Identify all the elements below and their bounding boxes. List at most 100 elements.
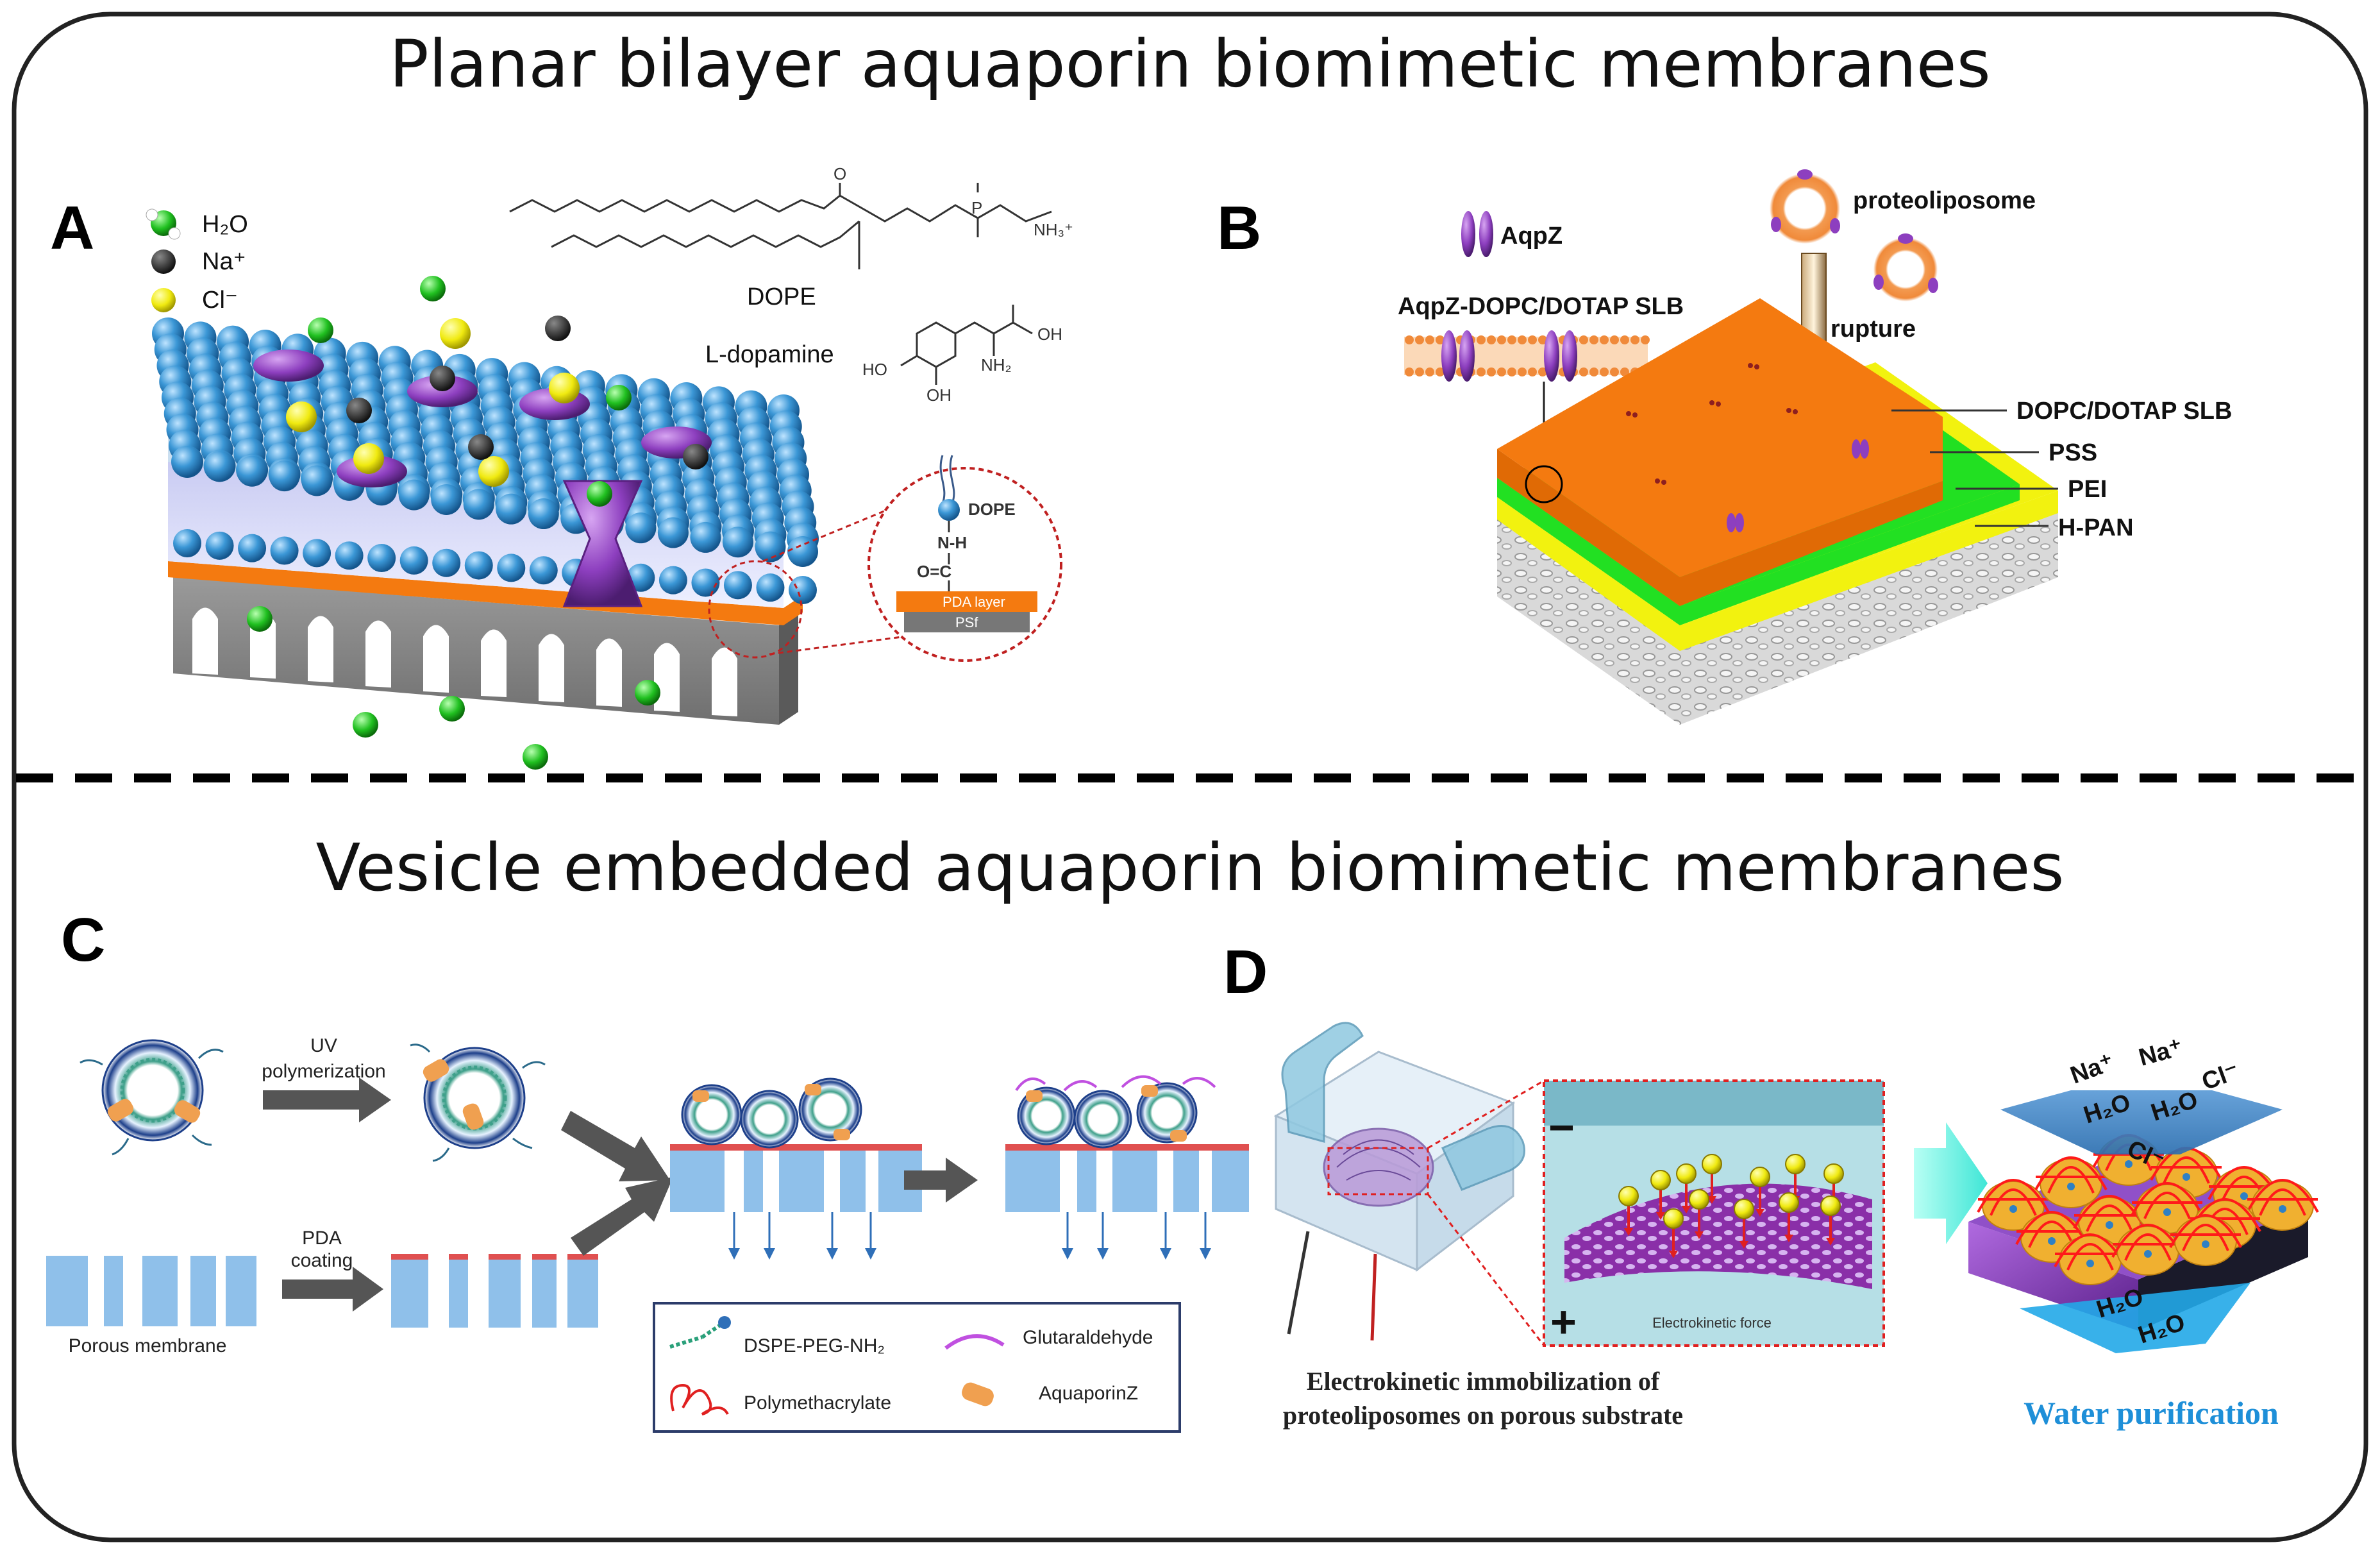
legend-a: H₂O Na⁺ Cl⁻ (146, 208, 248, 314)
label-na-1: Na⁺ (2067, 1049, 2118, 1090)
panel-label-b: B (1217, 194, 1261, 262)
aquaporin-z-icon (174, 1100, 201, 1123)
chloride-ion-icon (440, 318, 471, 349)
label-cl-1: Cl⁻ (2199, 1058, 2243, 1095)
chem-p: P (971, 198, 982, 217)
lipid-head-icon (173, 529, 201, 557)
slb-orange-layer (1497, 449, 1943, 606)
lipid-head-icon (497, 553, 526, 582)
chem-oh-1: OH (1037, 325, 1062, 344)
pda-arrow-shaft (282, 1280, 353, 1299)
support-side-right (779, 612, 798, 725)
label-water-purification: Water purification (2024, 1395, 2279, 1431)
panel-b: AqpZ proteoliposome AqpZ-DOPC/DOTAP SLB … (1398, 169, 2232, 725)
water-molecule-icon (308, 317, 333, 343)
legend-glutaraldehyde: Glutaraldehyde (1023, 1327, 1153, 1348)
water-molecule-icon (420, 276, 446, 301)
microfluidic-device (1273, 1022, 1525, 1341)
aquaporin-z-legend-icon (962, 1382, 994, 1406)
glutaraldehyde-icon (944, 1334, 1005, 1350)
water-molecule-icon (635, 680, 660, 705)
porous-membrane (46, 1256, 256, 1326)
aqpz-icon (1544, 330, 1559, 382)
label-aqpz: AqpZ (1500, 223, 1563, 249)
sodium-ion-icon (545, 316, 571, 341)
zoom-line-bottom (769, 634, 918, 655)
vesicle-icon (740, 1090, 799, 1149)
label-layer-pss: PSS (2049, 439, 2097, 466)
lipid-side-heads (172, 446, 818, 604)
proteoliposome-icon (1702, 1154, 1722, 1174)
highlight-circle (1525, 465, 1563, 503)
legend-h2o: H₂O (202, 211, 248, 238)
lipid-head-icon (463, 489, 494, 520)
lipid-head-icon (755, 531, 786, 562)
aqpz-icon (1830, 218, 1840, 233)
label-ek-force: Electrokinetic force (1652, 1315, 1772, 1331)
aqpz-icon (1873, 274, 1884, 290)
water-molecule-icon (606, 385, 632, 410)
label-proteoliposome: proteoliposome (1853, 187, 2036, 214)
lipid-head-icon (690, 521, 721, 553)
chloride-ion-icon (286, 401, 317, 432)
lipid-head-icon (238, 534, 267, 562)
lipid-head-icon (204, 451, 235, 482)
inset-tails (939, 455, 955, 504)
lipid-head-icon (237, 455, 268, 487)
vesicle-icon (101, 1039, 204, 1142)
legend-polymethacrylate: Polymethacrylate (744, 1392, 891, 1414)
aqpz-icon (1852, 439, 1861, 459)
surface-aqpz-dots (1626, 363, 1798, 485)
vesicle-icon (1136, 1082, 1198, 1144)
panel-label-c: C (61, 906, 105, 974)
zoom-box-small (1327, 1147, 1429, 1195)
glutaraldehyde-crosslinks (1015, 1075, 1216, 1092)
legend-aquaporinz: AquaporinZ (1039, 1383, 1138, 1404)
assembled-membrane-1 (670, 1077, 922, 1260)
merge-arrow-upper (561, 1111, 670, 1181)
aqpz-icon (1771, 217, 1781, 232)
chem-nh3: NH₃⁺ (1034, 220, 1073, 239)
lipid-head-icon (431, 484, 462, 515)
water-molecule-icon (439, 696, 465, 722)
caption-d-line1: Electrokinetic immobilization of (1307, 1367, 1660, 1396)
panel-c: UV polymerization Porous membrane PDA co… (46, 1035, 1249, 1433)
label-pda: PDA (302, 1228, 342, 1249)
lipid-head-icon (496, 493, 527, 525)
sodium-ion-icon (151, 249, 176, 274)
water-molecule-icon (247, 606, 272, 632)
lipid-head-icon (625, 512, 657, 544)
inset-nh: N-H (937, 533, 967, 552)
sodium-ion-icon (430, 366, 455, 391)
aqpz-icon (1562, 330, 1577, 382)
aqpz-icon (1797, 169, 1813, 180)
aquaporin-z-icon (423, 1059, 449, 1082)
label-porous-membrane: Porous membrane (69, 1335, 227, 1356)
support-arches (192, 607, 737, 716)
lipid-head-icon (303, 539, 331, 568)
electrokinetic-inset: − + Electrokinetic force (1543, 1079, 1885, 1347)
aqpz-icon (1727, 513, 1736, 532)
crosslink-arrow-head (946, 1158, 978, 1203)
pda-coated-membrane (391, 1254, 598, 1328)
lipid-head-icon (723, 571, 752, 600)
slb-orange-top (1497, 298, 1943, 577)
polymethacrylate-icon (670, 1383, 729, 1415)
sodium-ion-icon (683, 444, 708, 469)
pss-green-layer (1497, 478, 2020, 625)
pda-arrow-head (353, 1267, 383, 1312)
aquaporin-z-icon (462, 1103, 484, 1130)
label-coating: coating (291, 1250, 353, 1271)
chloride-ion-icon (478, 456, 509, 487)
proteoliposome-icon (1689, 1189, 1709, 1210)
proteoliposome-icon (1650, 1170, 1671, 1190)
legend-na: Na⁺ (202, 248, 246, 275)
proteoliposome-icon (1779, 1192, 1799, 1213)
vesicle-icon (423, 1047, 526, 1149)
chloride-ion-icon (549, 373, 580, 403)
aqpz-icon (1461, 211, 1475, 257)
chem-ho: HO (862, 360, 887, 379)
zoom-origin-circle (708, 560, 803, 659)
lipid-head-icon (657, 517, 689, 548)
proteoliposome-icon (1823, 1163, 1844, 1184)
